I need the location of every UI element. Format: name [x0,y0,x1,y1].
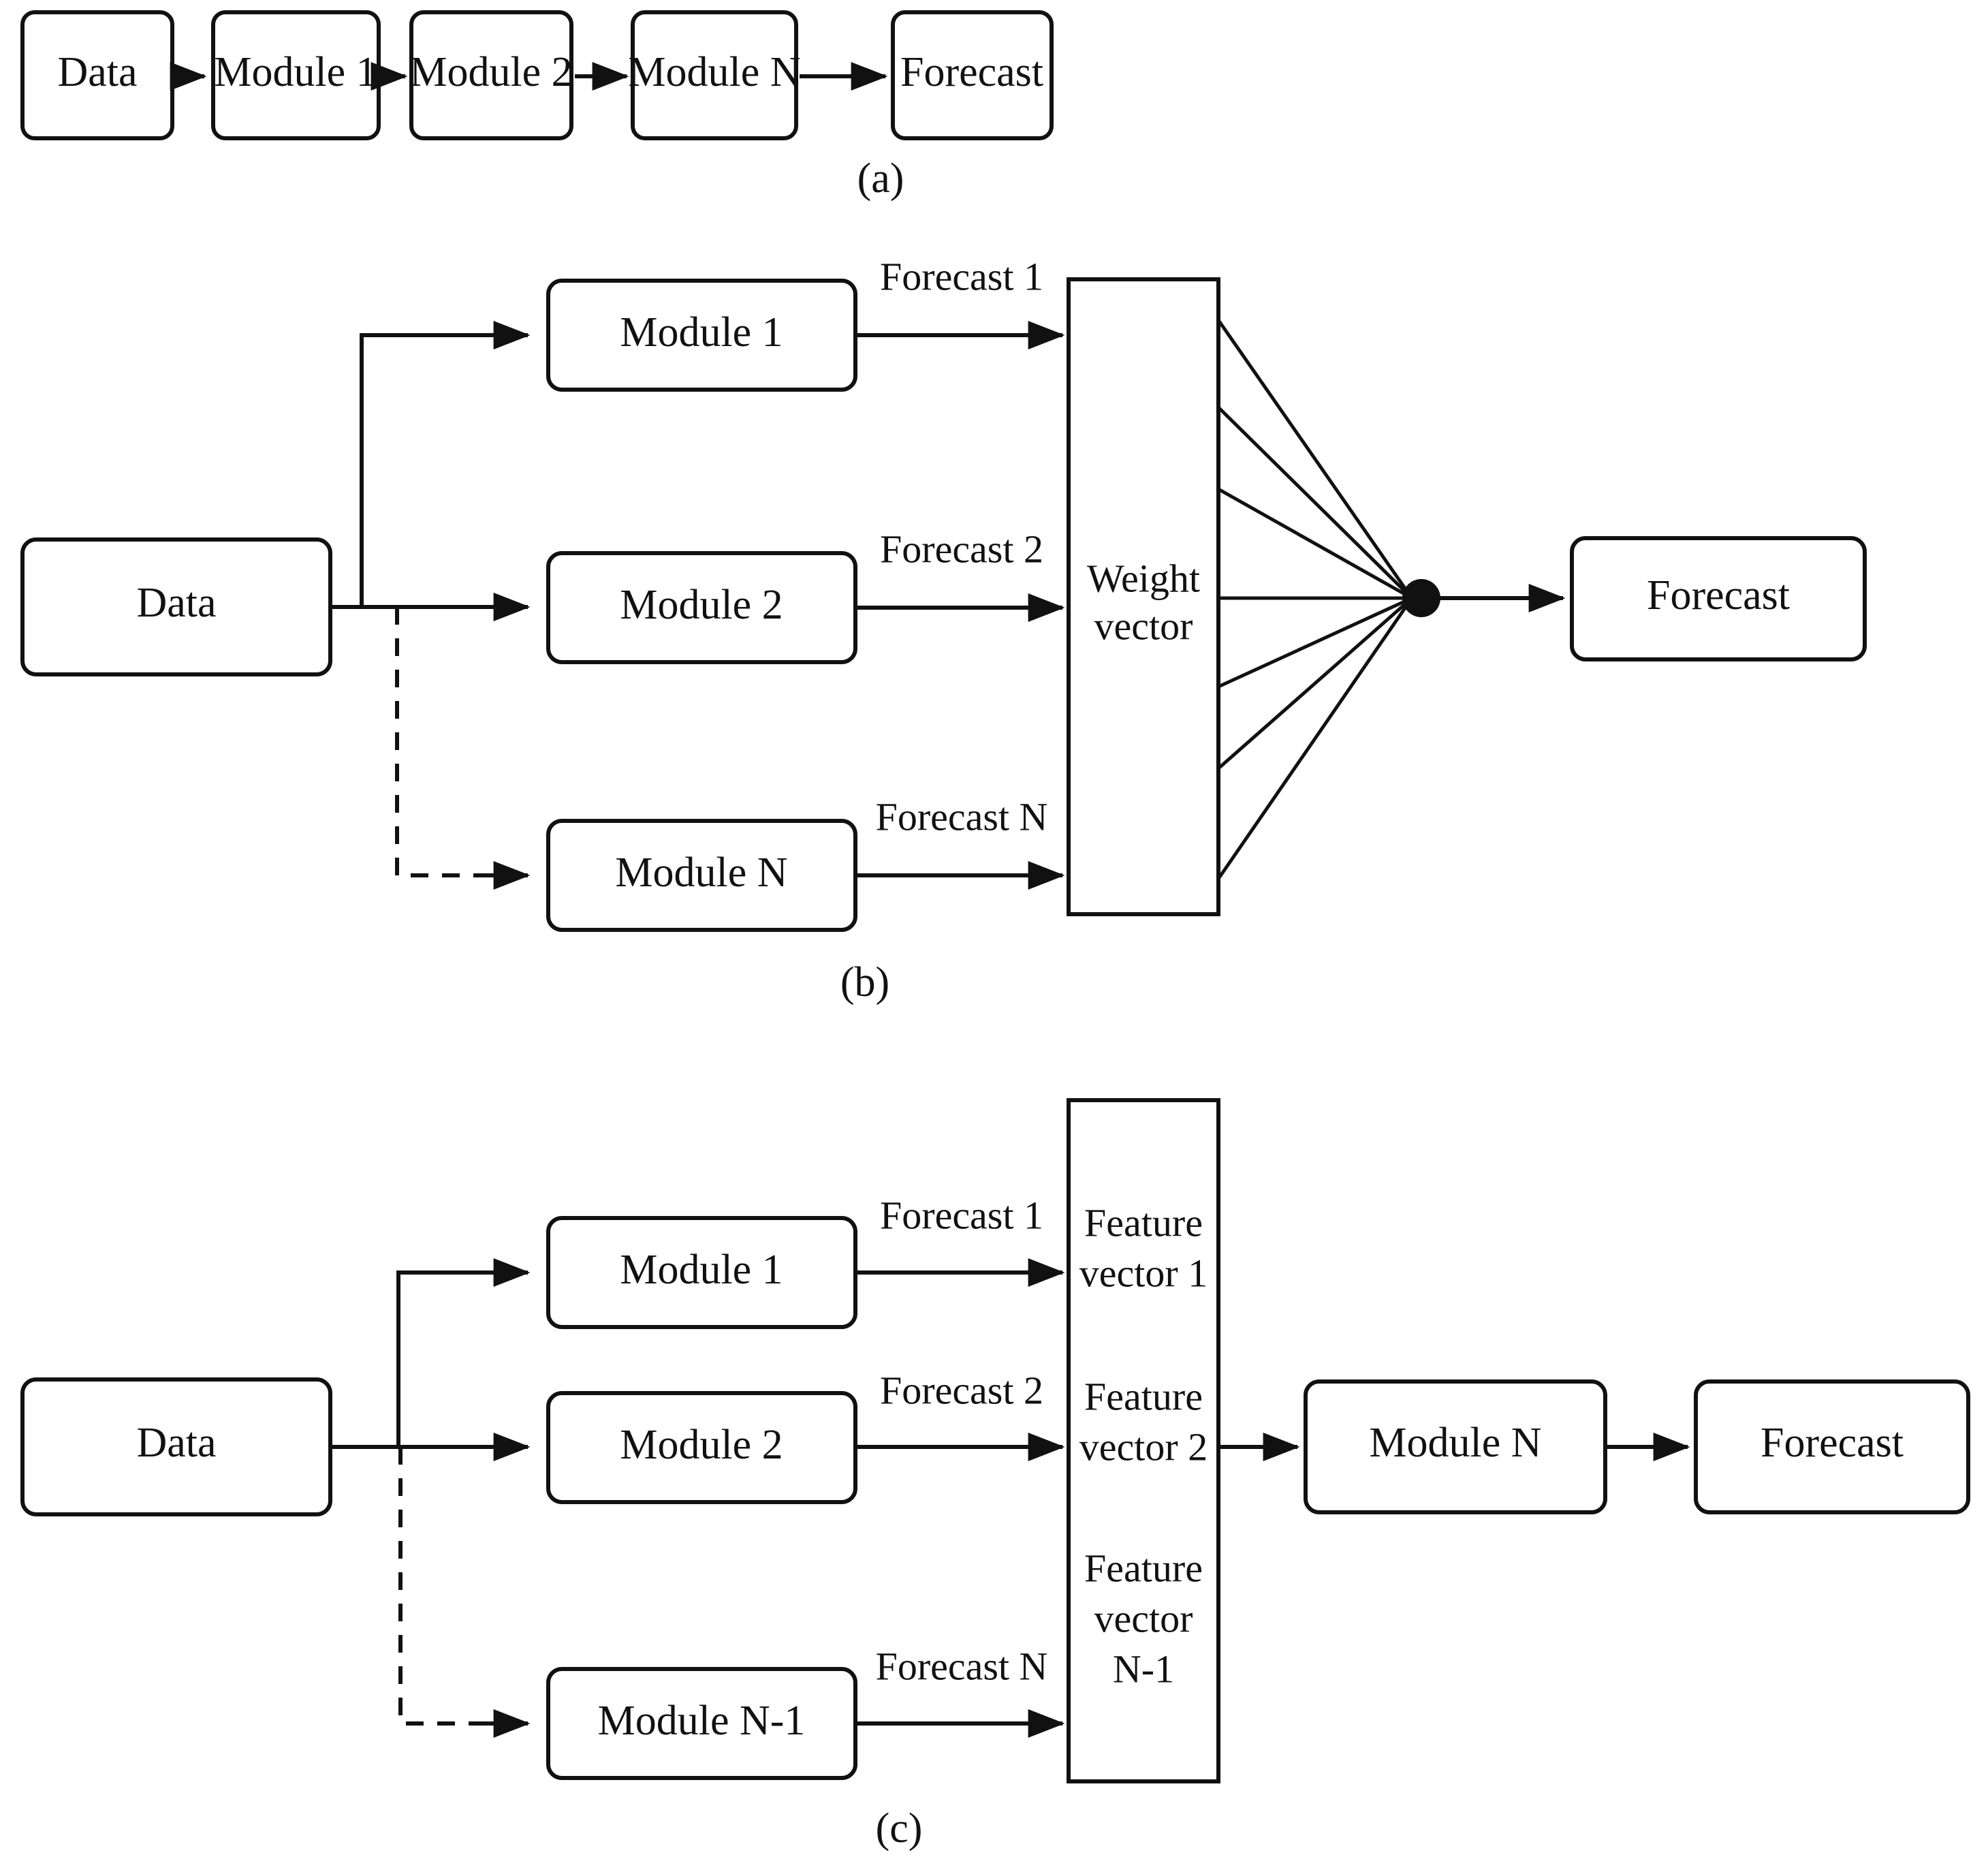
c-box-module-1[interactable]: Module 1 [546,1216,857,1329]
b-box-module-1-rect [546,279,857,392]
b-fan-line-6 [1217,597,1413,770]
c-feature-vector-entry-1-line-2: vector 1 [1079,1251,1208,1295]
a-box-module-2[interactable]: Module 2 [409,10,573,140]
a-panel-caption: (a) [857,155,904,202]
a-box-module-n[interactable]: Module N [628,10,801,140]
c-box-forecast[interactable]: Forecast [1694,1379,1970,1514]
c-feature-vector-rect [1067,1098,1220,1783]
a-box-forecast-rect [891,10,1054,140]
c-edge-label-forecast-n: Forecast N [876,1644,1048,1688]
b-box-module-n-rect [546,819,857,932]
c-box-module-n-1[interactable]: Module N-1 [546,1667,857,1780]
b-box-module-2-rect [546,551,857,664]
b-fan-line-2 [1217,406,1413,599]
b-fan-line-5 [1217,596,1413,689]
b-weight-vector-label-line-2: vector [1094,604,1193,648]
c-feature-vector-entry-3-line-3: N-1 [1113,1647,1174,1691]
b-weight-vector-label-line-1: Weight [1087,556,1200,600]
b-fan-line-3 [1217,487,1413,600]
panel-a: Data Module 1 Module 2 Module [20,10,1054,202]
c-panel-caption: (c) [876,1805,923,1852]
c-box-forecast-rect [1694,1379,1970,1514]
b-box-module-1-label: Module 1 [620,309,783,356]
a-box-module-1-label: Module 1 [214,49,377,95]
c-box-module-2-label: Module 2 [620,1422,783,1468]
panel-c: Data Module 1 Module 2 [20,1098,1970,1852]
a-box-data-label: Data [57,49,137,95]
c-box-forecast-label: Forecast [1761,1420,1904,1466]
b-panel-caption: (b) [840,959,889,1005]
a-box-module-2-label: Module 2 [409,49,572,95]
c-box-data-label: Data [136,1420,216,1466]
c-edge-label-forecast-1: Forecast 1 [880,1193,1043,1237]
c-feature-vector[interactable]: Feature vector 1 Feature vector 2 Featur… [1067,1098,1220,1783]
b-box-module-1[interactable]: Module 1 [546,279,857,392]
b-box-module-2-label: Module 2 [620,582,783,628]
a-box-module-n-label: Module N [628,49,800,95]
c-feature-vector-entry-3-line-1: Feature [1084,1546,1203,1590]
c-box-module-1-rect [546,1216,857,1329]
b-connector-data-to-module-1 [360,321,531,607]
b-box-forecast[interactable]: Forecast [1570,536,1867,661]
b-box-forecast-rect [1570,536,1867,661]
c-edge-label-forecast-2: Forecast 2 [880,1368,1043,1412]
c-box-module-n[interactable]: Module N [1304,1379,1607,1514]
b-fan-lines [1216,319,1414,880]
c-box-module-n-1-label: Module N-1 [598,1698,806,1744]
c-box-module-2-rect [546,1391,857,1504]
b-weight-vector[interactable]: Weight vector [1067,277,1220,916]
b-box-data[interactable]: Data [20,537,332,676]
b-weight-vector-rect [1067,277,1220,916]
a-box-module-1[interactable]: Module 1 [211,10,381,140]
b-edge-label-forecast-n: Forecast N [876,794,1048,839]
b-summation-node[interactable] [1402,579,1440,617]
b-fan-line-1 [1216,319,1414,599]
b-box-data-label: Data [136,580,216,626]
c-connector-data-to-module-1 [396,1258,531,1447]
a-box-forecast[interactable]: Forecast [891,10,1054,140]
a-box-forecast-label: Forecast [900,49,1043,95]
b-edge-label-forecast-2: Forecast 2 [880,527,1043,571]
c-box-module-n-rect [1304,1379,1607,1514]
a-box-module-2-rect [409,10,573,140]
c-feature-vector-entry-2-line-2: vector 2 [1079,1424,1208,1469]
c-connector-data-to-module-n-1-dashed [398,1447,501,1726]
c-feature-vector-entry-2-line-1: Feature [1084,1374,1203,1418]
b-fan-line-7 [1216,597,1414,880]
b-edge-label-forecast-1: Forecast 1 [880,254,1043,298]
b-box-module-n[interactable]: Module N [546,819,857,932]
c-box-module-2[interactable]: Module 2 [546,1391,857,1504]
c-feature-vector-entry-1-line-1: Feature [1084,1200,1203,1245]
a-box-module-n-rect [631,10,798,140]
a-box-data[interactable]: Data [20,10,174,140]
c-box-module-n-label: Module N [1369,1420,1541,1466]
c-feature-vector-entry-3-line-2: vector [1094,1596,1193,1640]
c-box-module-1-label: Module 1 [620,1247,783,1293]
panel-b: Data Module 1 Module 2 [20,254,1867,1005]
c-box-module-n-1-rect [546,1667,857,1780]
b-box-module-2[interactable]: Module 2 [546,551,857,664]
b-box-forecast-label: Forecast [1647,572,1790,619]
c-box-data[interactable]: Data [20,1377,332,1516]
b-connector-data-to-module-n-dashed [395,607,501,877]
b-box-module-n-label: Module N [615,849,787,896]
